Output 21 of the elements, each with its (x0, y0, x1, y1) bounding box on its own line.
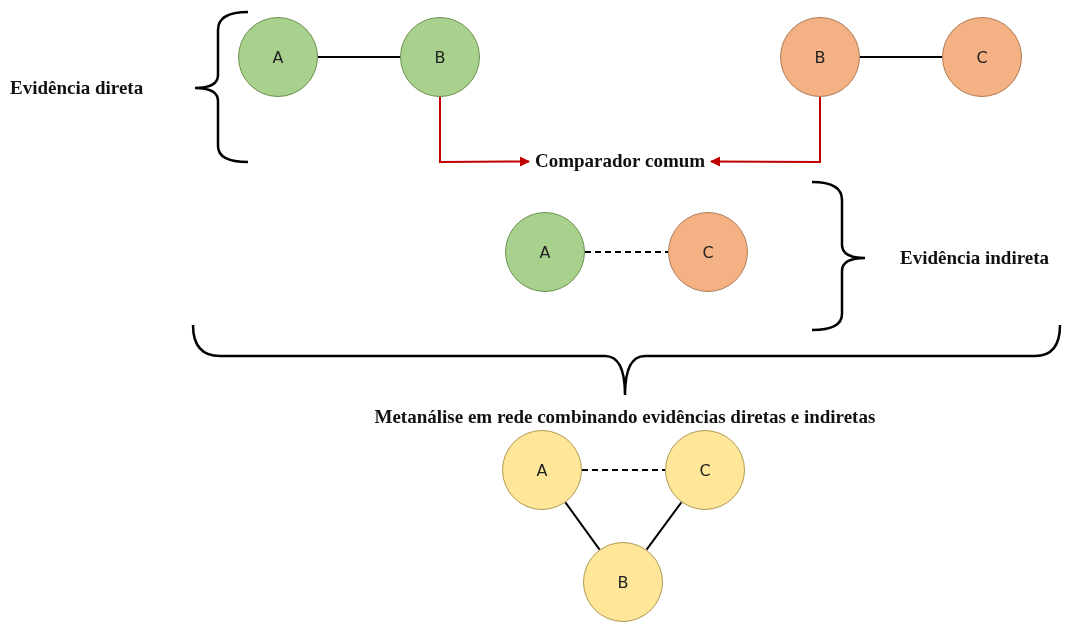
node-letter: A (539, 242, 551, 262)
connector-line (564, 501, 601, 551)
node-letter: B (617, 572, 629, 592)
connector-line (645, 501, 683, 551)
connector-line (859, 56, 943, 58)
bracket-label: Metanálise em rede combinando evidências diretas e indiretas (374, 406, 876, 428)
node-text: Comparador comum (535, 150, 706, 172)
dashed-line (581, 469, 666, 471)
dashed-line (584, 251, 669, 253)
node-letter: C (702, 242, 714, 262)
connector-line (317, 56, 401, 58)
arrow (710, 96, 821, 167)
bracket-label: Evidência indireta (900, 247, 1050, 269)
node-letter: B (814, 47, 826, 67)
node-letter: C (976, 47, 988, 67)
node-letter: B (434, 47, 446, 67)
node-letter: C (699, 460, 711, 480)
node-letter: A (272, 47, 284, 67)
node-letter: A (536, 460, 548, 480)
bracket-label: Evidência direta (10, 77, 144, 99)
arrow (439, 96, 530, 167)
